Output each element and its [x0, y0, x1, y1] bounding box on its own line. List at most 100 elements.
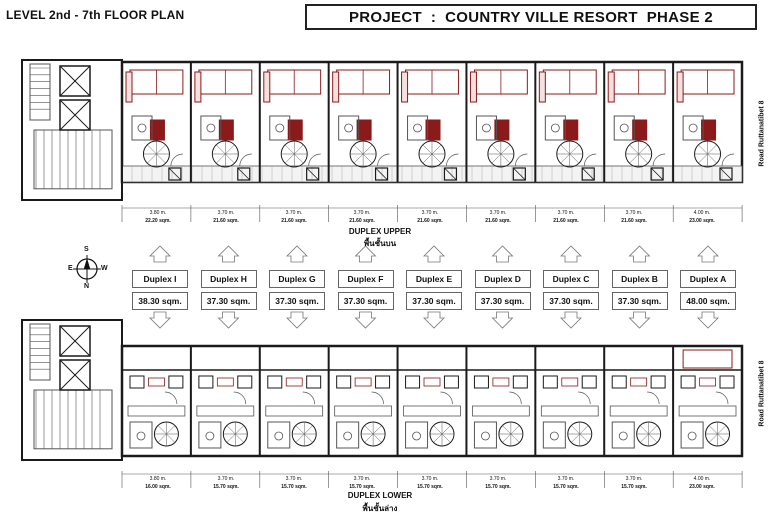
compass-south: S [84, 246, 89, 253]
elevator-cross [59, 325, 91, 357]
spiral-tread [707, 153, 717, 164]
dim-area: 21.60 sqm. [485, 218, 511, 224]
table [149, 119, 165, 141]
armchair [680, 375, 696, 389]
door-swing [440, 391, 453, 405]
coffee-table [492, 377, 510, 387]
elevator-cross [59, 65, 91, 97]
dim-width: 3.70 m. [625, 476, 643, 482]
spiral-tread [353, 144, 364, 155]
spiral-tread [225, 144, 235, 155]
toilet [619, 123, 629, 133]
unit-name: Duplex I [132, 270, 188, 288]
spiral-tread [157, 425, 167, 435]
arrow-up [149, 245, 171, 263]
dim-width: 4.00 m. [693, 210, 711, 216]
dim-area: 16.00 sqm. [145, 484, 171, 490]
bathroom [131, 115, 153, 141]
upper-plan-label: DUPLEX UPPER [348, 227, 412, 236]
spiral-tread [284, 153, 295, 164]
duct-cross [306, 167, 319, 181]
duct-cross [650, 167, 664, 181]
duct-shaft [443, 167, 458, 181]
spiral-tread [156, 153, 166, 164]
door-swing [514, 153, 528, 167]
door-swing [715, 391, 729, 405]
coffee-table [630, 377, 648, 387]
unit-name: Duplex G [269, 270, 325, 288]
door-swing [233, 391, 247, 405]
spiral-tread [304, 433, 313, 443]
spiral-tread [295, 433, 305, 443]
bathroom [129, 421, 153, 449]
coffee-table [423, 377, 441, 387]
dim-width: 3.80 m. [149, 476, 167, 482]
dim-area: 15.70 sqm. [349, 484, 375, 490]
dim-width: 3.70 m. [625, 210, 643, 216]
level-title: LEVEL 2nd - 7th FLOOR PLAN [6, 8, 185, 22]
bathroom [682, 115, 704, 141]
toilet [549, 431, 559, 441]
bed [682, 349, 733, 369]
spiral-tread [648, 433, 658, 443]
dim-width: 3.70 m. [285, 476, 303, 482]
dim-area: 21.60 sqm. [281, 218, 307, 224]
wardrobe [538, 71, 546, 103]
coffee-table [216, 377, 234, 387]
wardrobe [125, 71, 133, 103]
spiral-tread [560, 153, 570, 164]
spiral-tread [147, 144, 157, 155]
arrow-up [286, 245, 308, 263]
unit-area: 37.30 sqm. [474, 292, 531, 310]
unit-name: Duplex E [406, 270, 462, 288]
arrow-up [697, 245, 719, 263]
dim-area: 15.70 sqm. [417, 484, 443, 490]
armchair [542, 375, 558, 389]
spiral-tread [441, 433, 451, 443]
bathroom [473, 421, 497, 449]
wardrobe [263, 71, 271, 103]
kitchen-counter [540, 405, 599, 417]
armchair [306, 375, 322, 389]
spiral-tread [640, 425, 649, 435]
duct-cross [719, 167, 733, 181]
elevator-cross [59, 359, 91, 391]
spiral-tread [640, 433, 649, 443]
bathroom [680, 421, 704, 449]
door-swing [647, 391, 660, 405]
spiral-tread [698, 144, 708, 155]
dim-area: 15.70 sqm. [621, 484, 647, 490]
stair-flight [33, 129, 113, 190]
spiral-tread [500, 144, 511, 155]
wardrobe [607, 71, 615, 103]
door-swing [509, 391, 522, 405]
spiral-tread [422, 144, 433, 155]
toilet [481, 431, 490, 441]
toilet [688, 123, 698, 133]
spiral-tread [294, 144, 304, 155]
armchair [375, 375, 391, 389]
dim-width: 3.70 m. [353, 476, 371, 482]
spiral-tread [502, 425, 512, 435]
kitchen-counter [196, 405, 255, 417]
bathroom [542, 421, 566, 449]
toilet [206, 123, 216, 133]
spiral-tread [225, 153, 235, 164]
unit-name: Duplex H [200, 270, 257, 288]
spiral-tread [510, 433, 520, 443]
elevator-cross [59, 99, 91, 131]
dim-area: 22.20 sqm. [145, 218, 171, 224]
dim-width: 3.70 m. [217, 210, 235, 216]
arrow-down [628, 311, 651, 329]
spiral-tread [294, 153, 304, 164]
spiral-tread [638, 144, 649, 155]
armchair [650, 375, 666, 389]
kitchen-counter [609, 405, 668, 417]
arrow-up [354, 245, 377, 263]
duct-shaft [512, 167, 526, 181]
spiral-tread [157, 433, 167, 443]
upper-plan-label-thai: พื้นชั้นบน [363, 239, 397, 248]
compass-east: E [68, 265, 73, 272]
spiral-tread [431, 153, 442, 164]
bathroom [475, 115, 497, 141]
